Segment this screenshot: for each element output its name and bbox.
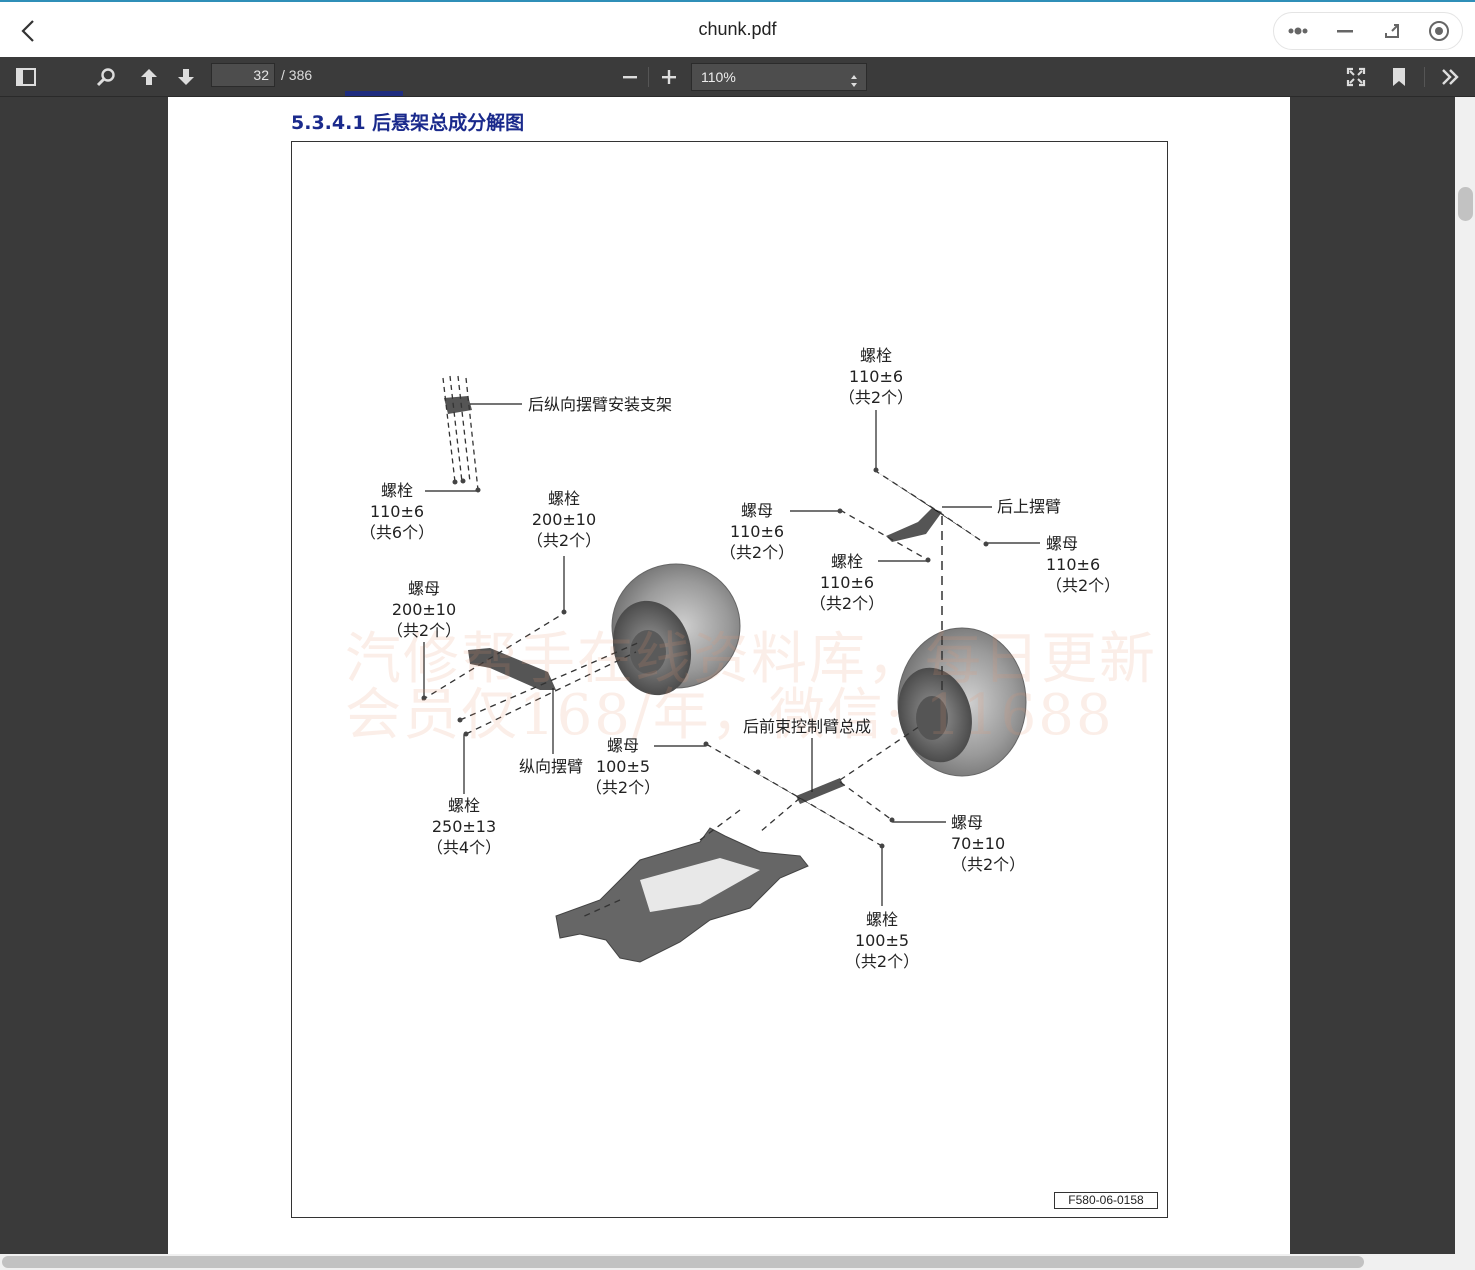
fastener-dots [421, 467, 989, 849]
section-title: 5.3.4.1 后悬架总成分解图 [291, 112, 525, 134]
upper-control-arm [839, 469, 987, 690]
label-nut-100: 螺母 100±5 （共2个） [585, 736, 661, 797]
label-nut-110-left: 螺母 110±6 （共2个） [719, 501, 795, 562]
label-nut-70: 螺母 70±10 （共2个） [951, 813, 1026, 874]
pdf-page [168, 97, 1290, 1257]
label-toe-link: 后前束控制臂总成 [743, 717, 872, 736]
search-icon[interactable] [92, 63, 120, 91]
zoom-in-icon[interactable] [655, 63, 683, 91]
label-bolt-100: 螺栓 100±5 （共2个） [844, 910, 920, 971]
select-arrows-icon [850, 70, 858, 96]
minimize-icon[interactable] [1333, 19, 1357, 43]
label-bracket: 后纵向摆臂安装支架 [528, 395, 673, 414]
window-controls [1273, 12, 1463, 50]
restore-icon[interactable] [1380, 19, 1404, 43]
figure-frame [291, 141, 1168, 1218]
next-page-icon[interactable] [172, 63, 200, 91]
document-title: chunk.pdf [698, 19, 777, 39]
page-number-input[interactable]: 32 [211, 63, 275, 87]
toolbar-separator [1424, 67, 1425, 87]
sidebar-toggle-icon[interactable] [12, 63, 40, 91]
label-bolt-110-mid: 螺栓 110±6 （共2个） [809, 552, 885, 613]
watermark: 汽修帮手在线资料库，每日更新 会员仅168/年，微信: 11688 [345, 627, 1157, 748]
previous-page-icon[interactable] [135, 63, 163, 91]
right-wheel-assembly [897, 627, 1027, 777]
page-total: / 386 [281, 67, 313, 83]
fullscreen-icon[interactable] [1342, 63, 1370, 91]
figure-code: F580-06-0158 [1054, 1192, 1158, 1209]
label-bolt-250: 螺栓 250±13 （共4个） [426, 796, 502, 857]
trailing-arm [421, 611, 641, 735]
zoom-value: 110% [701, 69, 736, 85]
window-titlebar: chunk.pdf [0, 0, 1475, 57]
rear-subframe [555, 809, 809, 963]
toolbar-separator [648, 67, 649, 87]
toe-control-arm [705, 725, 921, 847]
vertical-scrollbar[interactable] [1455, 97, 1475, 1257]
trailing-arm-bracket [442, 375, 481, 493]
label-bolt-top-right: 螺栓 110±6 （共2个） [838, 346, 914, 407]
leader-lines [423, 403, 1040, 906]
label-nut-110-right: 螺母 110±6 （共2个） [1046, 534, 1121, 595]
label-bolt-top-left: 螺栓 110±6 （共6个） [359, 481, 435, 542]
label-upper-arm: 后上摆臂 [997, 497, 1062, 516]
more-options-icon[interactable] [1286, 19, 1310, 43]
more-tools-icon[interactable] [1436, 63, 1464, 91]
zoom-select[interactable]: 110% [691, 63, 867, 91]
horizontal-scroll-thumb[interactable] [2, 1256, 1364, 1268]
label-bolt-200: 螺栓 200±10 （共2个） [526, 489, 602, 550]
left-wheel-assembly [611, 563, 741, 696]
previous-heading-fragment [345, 86, 405, 96]
label-nut-200: 螺母 200±10 （共2个） [386, 579, 462, 640]
zoom-out-icon[interactable] [616, 63, 644, 91]
label-trailing-arm: 纵向摆臂 [519, 757, 584, 776]
vertical-scroll-thumb[interactable] [1458, 187, 1473, 221]
close-circle-icon[interactable] [1427, 19, 1451, 43]
back-arrow-icon[interactable] [14, 16, 44, 46]
bookmark-icon[interactable] [1385, 63, 1413, 91]
